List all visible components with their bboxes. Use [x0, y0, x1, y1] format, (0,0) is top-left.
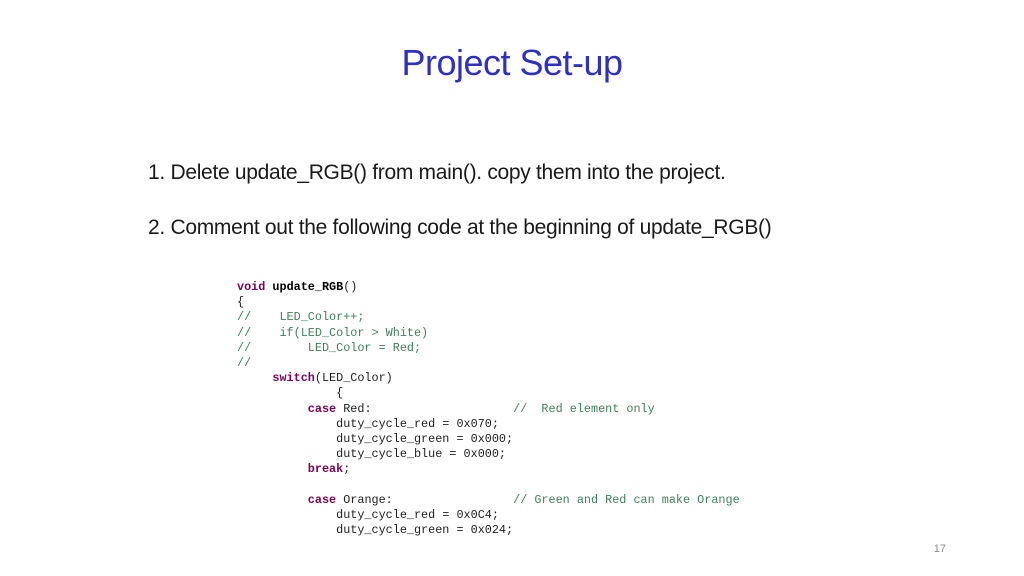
code-code: // [237, 356, 252, 370]
code-code [237, 478, 244, 492]
code-code: duty_cycle_green = 0x024; [237, 523, 514, 538]
code-keyword: case [237, 401, 344, 416]
code-keyword: break [237, 462, 344, 477]
code-line: // if(LED_Color > White) [237, 326, 428, 341]
bullet-item-1: 1. Delete update_RGB() from main(). copy… [148, 161, 726, 184]
code-line: // LED_Color = Red; [237, 341, 421, 356]
code-line: { [237, 386, 343, 401]
code-line: // LED_Color++; [237, 310, 364, 325]
code-line: case Orange: // Green and Red can make O… [237, 493, 740, 508]
code-keyword: case [237, 492, 344, 507]
code-fn: update_RGB [272, 280, 344, 294]
code-comment: // Red element only [371, 401, 655, 416]
code-code: duty_cycle_red = 0x0C4; [237, 508, 499, 522]
code-line: duty_cycle_green = 0x024; [237, 523, 513, 538]
code-line: break; [237, 462, 351, 477]
code-code: (LED_Color) [314, 371, 393, 386]
code-code: Red: [343, 401, 372, 416]
code-code: duty_cycle_red = 0x070; [237, 416, 499, 431]
code-code: duty_cycle_green = 0x000; [237, 432, 514, 446]
code-code: // if(LED_Color > White) [237, 325, 429, 340]
code-line: void update_RGB() [237, 280, 357, 295]
code-screenshot: void update_RGB(){// LED_Color++;// if(L… [237, 276, 837, 537]
code-line: duty_cycle_blue = 0x000; [237, 447, 506, 462]
code-keyword: switch [237, 371, 315, 386]
code-line: { [237, 295, 244, 310]
code-code: // LED_Color = Red; [237, 340, 422, 355]
code-line: duty_cycle_red = 0x070; [237, 417, 499, 432]
code-code: // LED_Color++; [237, 310, 365, 325]
bullet-list: 1. Delete update_RGB() from main(). copy… [148, 158, 968, 243]
code-code: () [343, 280, 358, 294]
code-code: { [237, 295, 245, 310]
code-code: ; [343, 462, 351, 477]
code-line: // [237, 356, 251, 371]
page-number: 17 [933, 543, 946, 555]
bullet-item-2: 2. Comment out the following code at the… [148, 216, 772, 239]
code-comment: // Green and Red can make Orange [392, 492, 740, 507]
code-line [237, 478, 244, 493]
code-line: duty_cycle_green = 0x000; [237, 432, 513, 447]
code-line: switch(LED_Color) [237, 371, 393, 386]
code-code: Orange: [343, 492, 393, 507]
slide-title: Project Set-up [401, 42, 623, 83]
code-line: case Red: // Red element only [237, 402, 655, 417]
code-code: { [237, 386, 344, 401]
code-code: duty_cycle_blue = 0x000; [237, 447, 507, 462]
code-line: duty_cycle_red = 0x0C4; [237, 508, 499, 523]
code-keyword: void [237, 280, 273, 294]
